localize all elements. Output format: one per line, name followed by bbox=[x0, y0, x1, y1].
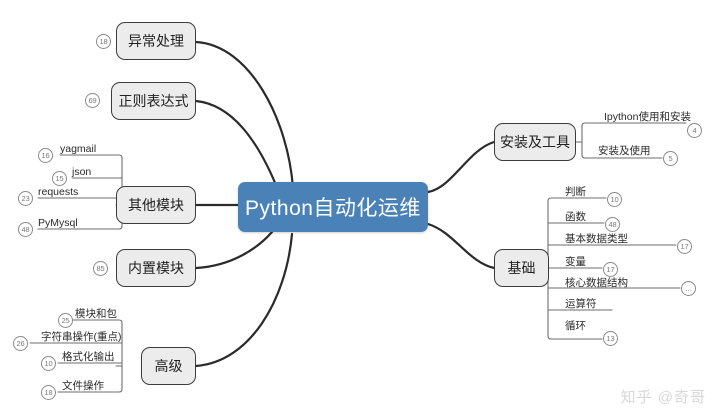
edge-basics-judge bbox=[547, 197, 607, 206]
leaf-modules-packages[interactable]: 模块和包 bbox=[75, 308, 117, 320]
edge-root-regex bbox=[194, 99, 280, 192]
leaf-function[interactable]: 函数 bbox=[565, 211, 586, 223]
edge-root-builtin bbox=[194, 230, 274, 270]
badge-modules-packages: 25 bbox=[58, 313, 73, 328]
watermark: 知乎 @奇哥 bbox=[620, 389, 706, 406]
branch-node-builtin-modules[interactable]: 内置模块 bbox=[116, 249, 196, 287]
edge-root-exception bbox=[194, 40, 295, 190]
badge-pymysql: 48 bbox=[18, 222, 33, 237]
edge-advanced-files bbox=[57, 384, 123, 393]
badge-loop: 13 bbox=[603, 331, 618, 346]
leaf-loop[interactable]: 循环 bbox=[565, 320, 586, 332]
badge-basic-datatypes: 17 bbox=[677, 239, 692, 254]
badge-judgement: 10 bbox=[607, 192, 622, 207]
branch-node-advanced[interactable]: 高级 bbox=[141, 347, 196, 385]
leaf-json[interactable]: json bbox=[72, 166, 92, 178]
leaf-core-data-structures[interactable]: 核心数据结构 bbox=[565, 277, 628, 289]
edge-root-advanced bbox=[194, 232, 294, 368]
edge-root-basics bbox=[426, 222, 496, 270]
leaf-format-output[interactable]: 格式化输出 bbox=[62, 351, 115, 363]
leaf-basic-datatypes[interactable]: 基本数据类型 bbox=[565, 233, 628, 245]
badge-format-output: 10 bbox=[41, 356, 56, 371]
badge-variable: 17 bbox=[603, 262, 618, 277]
branch-node-other-modules[interactable]: 其他模块 bbox=[116, 186, 196, 224]
badge-yagmail: 16 bbox=[38, 148, 53, 163]
badge-ipython-install: 4 bbox=[687, 123, 702, 138]
badge-function: 48 bbox=[605, 217, 620, 232]
leaf-yagmail[interactable]: yagmail bbox=[60, 143, 97, 155]
branch-node-regex[interactable]: 正则表达式 bbox=[111, 82, 196, 120]
badge-regex: 69 bbox=[85, 93, 100, 108]
badge-file-ops: 18 bbox=[41, 385, 56, 400]
leaf-operator[interactable]: 运算符 bbox=[565, 298, 597, 310]
badge-requests: 23 bbox=[18, 191, 33, 206]
edge-install-ipython bbox=[581, 122, 687, 131]
badge-install-usage: 5 bbox=[663, 151, 678, 166]
root-node[interactable]: Python自动化运维 bbox=[238, 182, 428, 232]
leaf-string-ops[interactable]: 字符串操作(重点) bbox=[41, 331, 122, 343]
leaf-requests[interactable]: requests bbox=[38, 186, 79, 198]
edge-root-install bbox=[426, 140, 496, 194]
leaf-ipython-install[interactable]: Ipython使用和安装 bbox=[604, 111, 691, 123]
leaf-install-usage[interactable]: 安装及使用 bbox=[598, 145, 651, 157]
edge-basics-loop bbox=[547, 331, 603, 340]
badge-exception: 18 bbox=[96, 34, 111, 49]
branch-node-exception[interactable]: 异常处理 bbox=[116, 22, 196, 60]
badge-builtin-modules: 85 bbox=[93, 261, 108, 276]
branch-node-install-tools[interactable]: 安装及工具 bbox=[494, 123, 576, 161]
leaf-variable[interactable]: 变量 bbox=[565, 256, 586, 268]
branch-node-basics[interactable]: 基础 bbox=[494, 249, 549, 287]
leaf-judgement[interactable]: 判断 bbox=[565, 186, 586, 198]
edge-advanced-modules bbox=[59, 319, 123, 328]
edge-other-pymysql bbox=[37, 221, 123, 230]
leaf-pymysql[interactable]: PyMysql bbox=[38, 217, 78, 229]
leaf-file-ops[interactable]: 文件操作 bbox=[62, 380, 104, 392]
badge-json: 15 bbox=[52, 171, 67, 186]
edge-other-yagmail bbox=[59, 154, 123, 164]
badge-core-data-structures: … bbox=[681, 281, 696, 296]
edge-install-usage bbox=[581, 151, 663, 159]
badge-string-ops: 26 bbox=[13, 336, 28, 351]
